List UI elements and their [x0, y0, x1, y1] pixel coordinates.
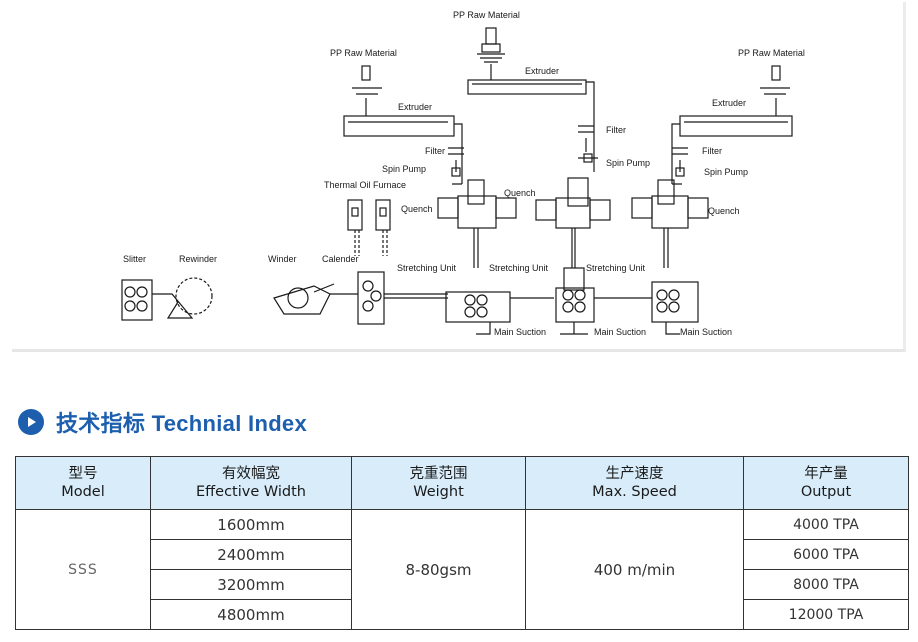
label-pp-raw-material-right: PP Raw Material: [738, 48, 805, 58]
output-cell: 12000 TPA: [743, 599, 909, 630]
output-cell: 6000 TPA: [743, 539, 909, 570]
table-row: 3200mm 8000 TPA: [16, 569, 909, 600]
label-quench-left: Quench: [401, 204, 433, 214]
label-spin-pump-right: Spin Pump: [704, 167, 748, 177]
label-stretching-unit-left: Stretching Unit: [397, 263, 457, 273]
label-stretching-unit-right: Stretching Unit: [586, 263, 646, 273]
label-winder: Winder: [268, 254, 297, 264]
label-extruder-center: Extruder: [525, 66, 559, 76]
label-quench-right: Quench: [708, 206, 740, 216]
section-heading: 技术指标 Technial Index: [18, 406, 307, 438]
play-circle-icon: [18, 409, 44, 435]
slitter-rewinder-machinery: [121, 277, 213, 321]
width-cell: 1600mm: [150, 509, 352, 540]
diagram-frame: [12, 2, 906, 352]
label-quench-center: Quench: [504, 188, 536, 198]
label-stretching-unit-center: Stretching Unit: [489, 263, 549, 273]
speed-cell: 400 m/min: [525, 509, 744, 630]
output-cell: 8000 TPA: [743, 569, 909, 600]
process-diagram: PP Raw Material PP Raw Material PP Raw M…: [121, 10, 805, 337]
center-line-machinery: [467, 27, 611, 335]
label-thermal-oil-furnace: Thermal Oil Furnace: [324, 180, 406, 190]
label-main-suction-right: Main Suction: [680, 327, 732, 337]
label-spin-pump-center: Spin Pump: [606, 158, 650, 168]
table-row: SSS 1600mm 8-80gsm 400 m/min 4000 TPA: [15, 509, 909, 630]
label-main-suction-left: Main Suction: [494, 327, 546, 337]
label-pp-raw-material-left: PP Raw Material: [330, 48, 397, 58]
label-filter-right: Filter: [702, 146, 722, 156]
width-cell: 3200mm: [150, 569, 352, 600]
table-row: 4800mm 12000 TPA: [16, 599, 909, 630]
width-cell: 2400mm: [150, 539, 352, 570]
output-cell: 4000 TPA: [743, 509, 909, 540]
model-cell: SSS: [15, 509, 151, 630]
label-filter-center: Filter: [606, 125, 626, 135]
width-cell: 4800mm: [150, 599, 352, 630]
label-pp-raw-material-center: PP Raw Material: [453, 10, 520, 20]
label-extruder-right: Extruder: [712, 98, 746, 108]
table-row: 2400mm 6000 TPA: [16, 539, 909, 570]
winder-machinery: [273, 283, 358, 315]
label-extruder-left: Extruder: [398, 102, 432, 112]
label-filter-left: Filter: [425, 146, 445, 156]
right-line-machinery: [631, 65, 793, 335]
section-title: 技术指标 Technial Index: [56, 411, 307, 436]
label-rewinder: Rewinder: [179, 254, 217, 264]
label-calender: Calender: [322, 254, 359, 264]
label-main-suction-center: Main Suction: [594, 327, 646, 337]
label-spin-pump-left: Spin Pump: [382, 164, 426, 174]
label-slitter: Slitter: [123, 254, 146, 264]
weight-cell: 8-80gsm: [351, 509, 526, 630]
furnace-calender-machinery: [347, 199, 652, 325]
left-line-machinery: [343, 65, 517, 335]
